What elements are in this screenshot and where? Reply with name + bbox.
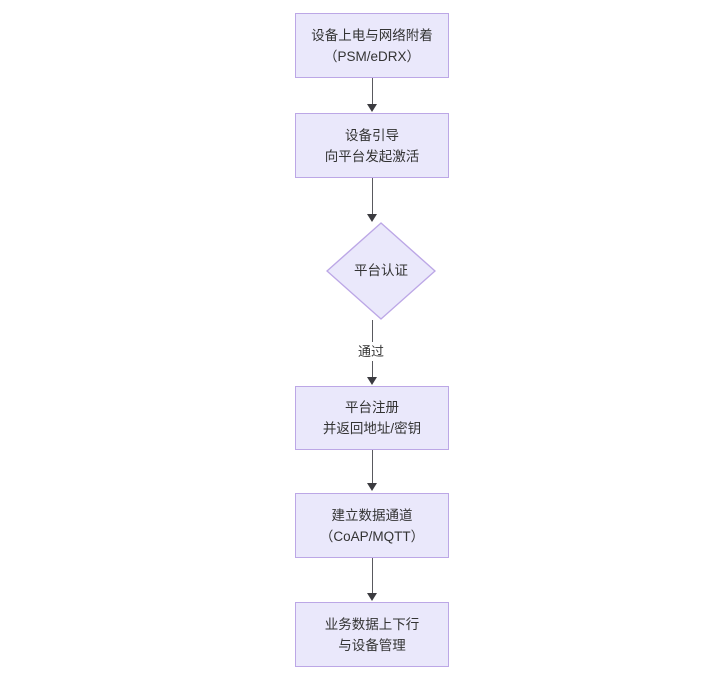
node-text-line-1: 建立数据通道 — [331, 507, 413, 523]
flow-node-data-channel[interactable]: 建立数据通道 （CoAP/MQTT） — [295, 493, 449, 558]
node-text-line-2: 与设备管理 — [338, 637, 406, 653]
flow-node-device-bootstrap[interactable]: 设备引导 向平台发起激活 — [295, 113, 449, 178]
arrowhead-n4-n5 — [367, 483, 377, 491]
edge-label-pass: 通过 — [355, 342, 388, 361]
connector-n4-n5 — [372, 450, 373, 484]
flow-node-platform-auth-decision[interactable]: 平台认证 — [326, 222, 436, 320]
arrowhead-n5-n6 — [367, 593, 377, 601]
node-text-line-1: 设备引导 — [345, 127, 399, 143]
connector-n2-n3 — [372, 178, 373, 215]
arrowhead-n2-n3 — [367, 214, 377, 222]
node-text-line-1: 平台认证 — [354, 263, 408, 278]
node-text-line-1: 设备上电与网络附着 — [311, 27, 433, 43]
connector-n5-n6 — [372, 558, 373, 594]
node-text-line-2: （CoAP/MQTT） — [319, 528, 425, 544]
connector-n1-n2 — [372, 78, 373, 105]
node-text-line-1: 业务数据上下行 — [324, 616, 420, 632]
arrowhead-n3-n4 — [367, 377, 377, 385]
flow-node-platform-register[interactable]: 平台注册 并返回地址/密钥 — [295, 386, 449, 450]
arrowhead-n1-n2 — [367, 104, 377, 112]
node-text-line-2: （PSM/eDRX） — [323, 48, 421, 64]
flow-node-device-power-on[interactable]: 设备上电与网络附着 （PSM/eDRX） — [295, 13, 449, 78]
node-text-line-2: 向平台发起激活 — [324, 148, 420, 164]
node-text-line-2: 并返回地址/密钥 — [322, 421, 422, 436]
diamond-shape-icon — [326, 222, 436, 320]
flow-node-business-data[interactable]: 业务数据上下行 与设备管理 — [295, 602, 449, 667]
node-text-line-1: 平台注册 — [345, 400, 399, 415]
